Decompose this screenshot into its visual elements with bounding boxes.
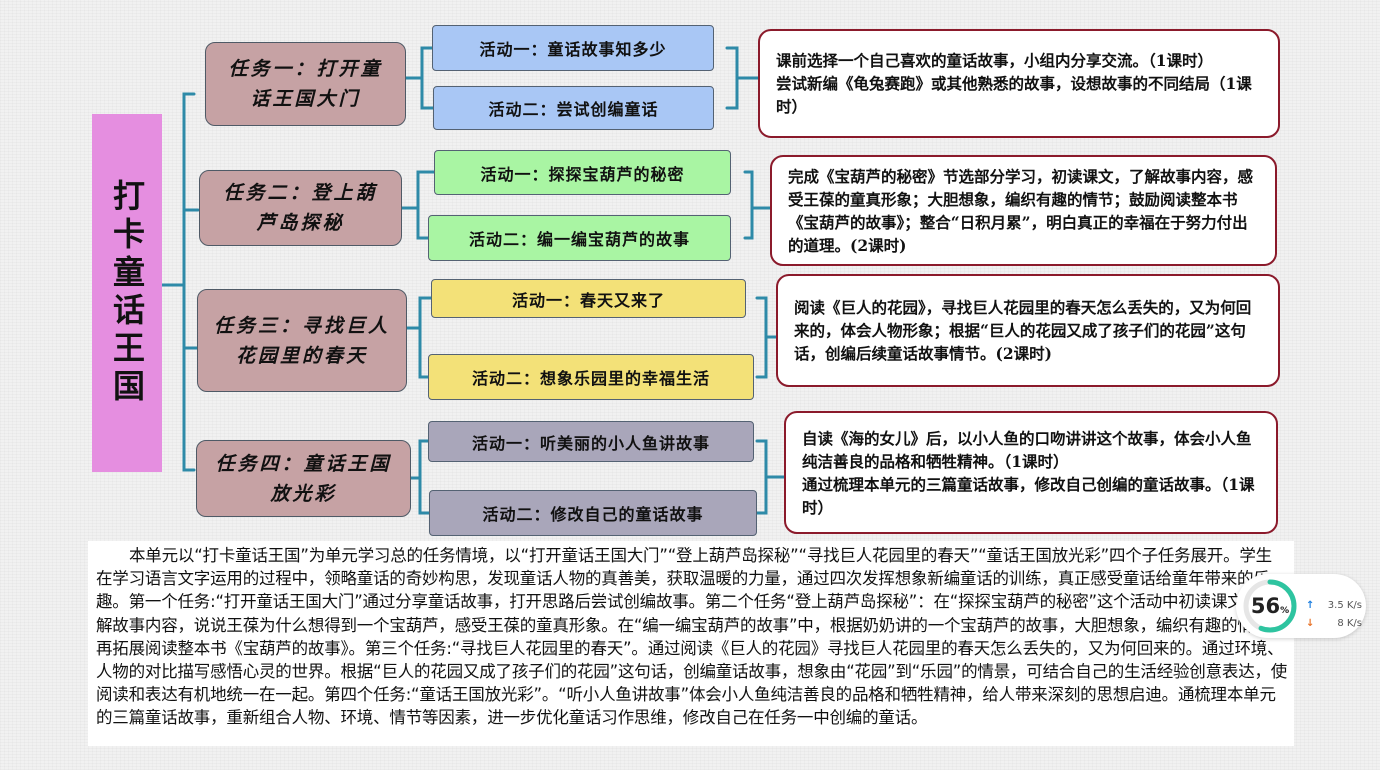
description-text-4-1: 自读《海的女儿》后，以小人鱼的口吻讲讲这个故事，体会小人鱼纯洁善良的品格和牺牲精… (802, 428, 1252, 471)
task-node-3: 任务三：寻找巨人花园里的春天 (197, 289, 407, 392)
task-label-1: 任务一：打开童话王国大门 (228, 58, 383, 110)
activity-label-1-2: 活动二：尝试创编童话 (488, 100, 659, 119)
description-box-4: 自读《海的女儿》后，以小人鱼的口吻讲讲这个故事，体会小人鱼纯洁善良的品格和牺牲精… (784, 411, 1278, 534)
upload-speed-value: 3.5 K/s (1327, 600, 1362, 611)
activity-label-3-2: 活动二：想象乐园里的幸福生活 (471, 369, 710, 388)
activity-label-1-1: 活动一：童话故事知多少 (479, 40, 667, 59)
usage-ring-icon (1243, 579, 1297, 633)
activity-node-2-2: 活动二：编一编宝葫芦的故事 (428, 215, 731, 261)
task-node-4: 任务四：童话王国放光彩 (196, 440, 411, 517)
description-text-1-2: 尝试新编《龟兔赛跑》或其他熟悉的故事，设想故事的不同结局（1课时） (776, 74, 1252, 116)
task-label-2: 任务二：登上葫芦岛探秘 (223, 182, 378, 234)
activity-label-2-2: 活动二：编一编宝葫芦的故事 (468, 230, 690, 249)
description-text-4-2: 通过梳理本单元的三篇童话故事，修改自己创编的童话故事。（1课时） (802, 474, 1255, 517)
download-arrow-icon: ↓ (1306, 618, 1315, 629)
description-box-1: 课前选择一个自己喜欢的童话故事，小组内分享交流。（1课时） 尝试新编《龟兔赛跑》… (758, 29, 1280, 138)
task-label-4: 任务四：童话王国放光彩 (215, 452, 392, 505)
activity-node-2-1: 活动一：探探宝葫芦的秘密 (434, 150, 731, 195)
root-label: 打卡童话王国 (108, 179, 146, 407)
usage-percent-value: 56 (1250, 594, 1281, 618)
download-speed-value: 8 K/s (1337, 618, 1362, 629)
download-speed: ↓ 8 K/s (1306, 618, 1362, 629)
description-box-2: 完成《宝葫芦的秘密》节选部分学习，初读课文，了解故事内容，感受王葆的童真形象；大… (770, 155, 1277, 266)
root-node: 打卡童话王国 (92, 114, 162, 472)
task-label-3: 任务三：寻找巨人花园里的春天 (213, 314, 390, 367)
usage-percent-unit: % (1280, 605, 1290, 616)
summary-paragraph: 本单元以“打卡童话王国”为单元学习总的任务情境，以“打开童话王国大门”“登上葫芦… (88, 541, 1294, 746)
connector-lines (160, 46, 786, 515)
activity-label-3-1: 活动一：春天又来了 (511, 290, 665, 310)
upload-arrow-icon: ↑ (1306, 600, 1315, 611)
activity-node-4-2: 活动二：修改自己的童话故事 (429, 490, 757, 536)
task-node-1: 任务一：打开童话王国大门 (205, 42, 406, 126)
task-node-2: 任务二：登上葫芦岛探秘 (199, 170, 402, 246)
description-box-3: 阅读《巨人的花园》，寻找巨人花园里的春天怎么丢失的，又为何回来的，体会人物形象；… (776, 274, 1280, 387)
activity-node-4-1: 活动一：听美丽的小人鱼讲故事 (428, 421, 754, 462)
network-speed-widget[interactable]: 56% ↑ 3.5 K/s ↓ 8 K/s (1236, 574, 1366, 638)
activity-node-3-2: 活动二：想象乐园里的幸福生活 (428, 354, 754, 400)
upload-speed: ↑ 3.5 K/s (1306, 600, 1362, 611)
activity-label-2-1: 活动一：探探宝葫芦的秘密 (480, 164, 685, 184)
usage-percent: 56% (1242, 578, 1298, 634)
activity-label-4-2: 活动二：修改自己的童话故事 (482, 505, 704, 524)
activity-node-1-1: 活动一：童话故事知多少 (432, 25, 714, 71)
description-text-3-1: 阅读《巨人的花园》，寻找巨人花园里的春天怎么丢失的，又为何回来的，体会人物形象；… (794, 298, 1252, 363)
description-text-2-1: 完成《宝葫芦的秘密》节选部分学习，初读课文，了解故事内容，感受王葆的童真形象；大… (788, 166, 1254, 255)
activity-node-3-1: 活动一：春天又来了 (431, 279, 746, 318)
activity-node-1-2: 活动二：尝试创编童话 (433, 86, 714, 130)
description-text-1-1: 课前选择一个自己喜欢的童话故事，小组内分享交流。（1课时） (776, 51, 1214, 70)
activity-label-4-1: 活动一：听美丽的小人鱼讲故事 (471, 433, 710, 453)
